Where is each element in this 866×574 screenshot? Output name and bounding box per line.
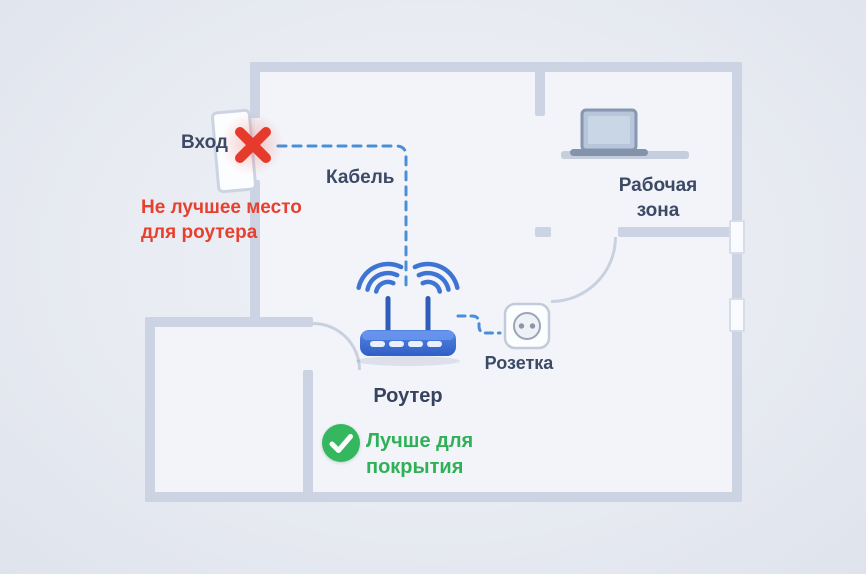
- socket-icon: [503, 302, 551, 350]
- wall-small-room-top: [145, 317, 313, 327]
- work-zone-line2: зона: [636, 199, 680, 221]
- cross-icon: [235, 127, 271, 163]
- wall-top: [250, 62, 742, 72]
- laptop-icon: [570, 108, 648, 156]
- check-icon: [322, 424, 360, 462]
- wall-left-upper: [250, 62, 260, 118]
- window-opening: [729, 220, 745, 254]
- wall-left-lower: [250, 180, 260, 327]
- wall-bottom: [145, 492, 742, 502]
- small-room-floor: [150, 322, 308, 497]
- check-glyph: [329, 434, 353, 453]
- good-place-label: Лучше для покрытия: [366, 428, 536, 480]
- good-place-line2: покрытия: [366, 456, 464, 478]
- bad-place-line1: Не лучшее место: [141, 197, 302, 218]
- cable-label: Кабель: [326, 167, 395, 188]
- bad-place-line2: для роутера: [141, 221, 258, 243]
- wall-workzone-door-anchor: [535, 227, 551, 237]
- wall-workzone-bottom: [618, 227, 742, 237]
- work-zone-line1: Рабочая: [618, 175, 698, 196]
- bad-place-label: Не лучшее место для роутера: [141, 196, 341, 245]
- wall-small-room-left: [145, 317, 155, 502]
- router-icon: [356, 261, 460, 366]
- socket-label: Розетка: [484, 353, 554, 373]
- wall-small-room-right: [303, 370, 313, 502]
- entrance-label: Вход: [181, 132, 228, 153]
- work-zone-label: Рабочая зона: [592, 174, 724, 223]
- wall-workzone-left-stub: [535, 62, 545, 116]
- router-label: Роутер: [373, 385, 443, 407]
- window-opening: [729, 298, 745, 332]
- wall-right: [732, 62, 742, 502]
- good-place-line1: Лучше для: [366, 430, 474, 452]
